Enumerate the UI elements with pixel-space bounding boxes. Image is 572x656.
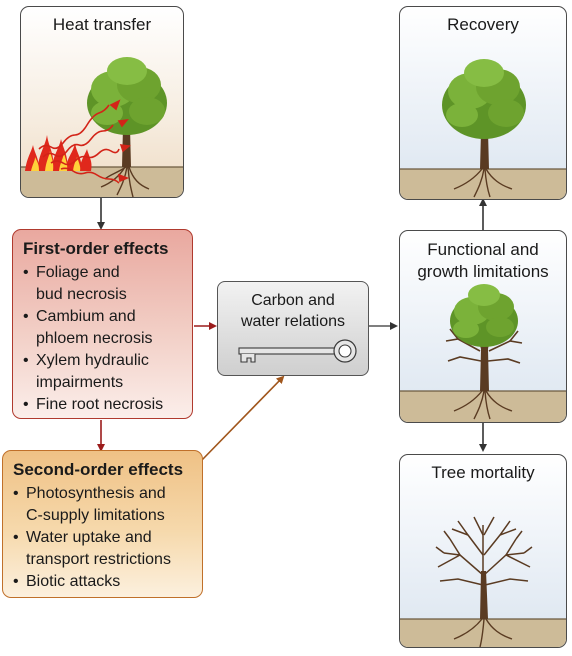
tree-canopy-icon	[450, 284, 518, 347]
carbon-water-line1: Carbon and	[251, 292, 335, 309]
bare-branches-icon	[435, 516, 533, 586]
functional-limitations-panel: Functional and growth limitations	[399, 230, 567, 423]
tree-roots-icon	[453, 390, 513, 420]
tree-mortality-panel: Tree mortality	[399, 454, 567, 648]
first-order-item: phloem necrosis	[36, 330, 153, 347]
burning-tree-illustration	[21, 57, 183, 197]
stressed-tree-illustration	[400, 284, 566, 422]
recovered-tree-illustration	[400, 59, 566, 199]
tree-canopy-icon	[442, 59, 526, 139]
first-order-item: impairments	[36, 374, 124, 391]
carbon-water-line2: water relations	[240, 313, 346, 330]
second-order-item: transport restrictions	[26, 551, 171, 568]
functional-title-line1: Functional and	[427, 240, 539, 259]
second-order-item: Biotic attacks	[13, 571, 192, 593]
first-order-item: Cambium and	[23, 306, 182, 328]
first-order-item: Xylem hydraulic	[23, 350, 182, 372]
heat-wave-arrows-icon	[38, 99, 131, 184]
tree-roots-icon	[453, 168, 513, 198]
tree-mortality-title: Tree mortality	[431, 463, 535, 482]
key-icon	[238, 339, 357, 363]
second-order-effects-box: Second-order effects Photosynthesis andC…	[2, 450, 203, 598]
first-order-effects-box: First-order effects Foliage and bud necro…	[12, 229, 193, 419]
fire-icon	[25, 135, 92, 171]
tree-trunk-icon	[480, 571, 488, 619]
first-order-list: Foliage and bud necrosisCambium and phloem…	[23, 262, 182, 416]
functional-title-line2: growth limitations	[417, 262, 549, 281]
second-order-item: Water uptake and	[13, 527, 192, 549]
bare-branches-icon	[445, 328, 523, 364]
carbon-water-relations-box: Carbon and water relations	[217, 281, 369, 376]
second-order-item: C-supply limitations	[26, 507, 165, 524]
recovery-panel: Recovery	[399, 6, 567, 200]
first-order-item: bud necrosis	[36, 286, 127, 303]
heat-transfer-panel: Heat transfer	[20, 6, 184, 198]
first-order-item: Fine root necrosis	[23, 394, 182, 416]
second-order-item: Photosynthesis and	[13, 483, 192, 505]
second-order-title: Second-order effects	[13, 460, 184, 479]
recovery-title: Recovery	[447, 15, 519, 34]
heat-transfer-title: Heat transfer	[52, 15, 152, 34]
first-order-title: First-order effects	[23, 239, 169, 258]
first-order-item: Foliage and	[23, 262, 182, 284]
dead-tree-illustration	[400, 516, 566, 647]
tree-roots-icon	[453, 618, 513, 647]
arrow-second-to-center	[200, 375, 285, 462]
tree-canopy-icon	[87, 57, 167, 135]
